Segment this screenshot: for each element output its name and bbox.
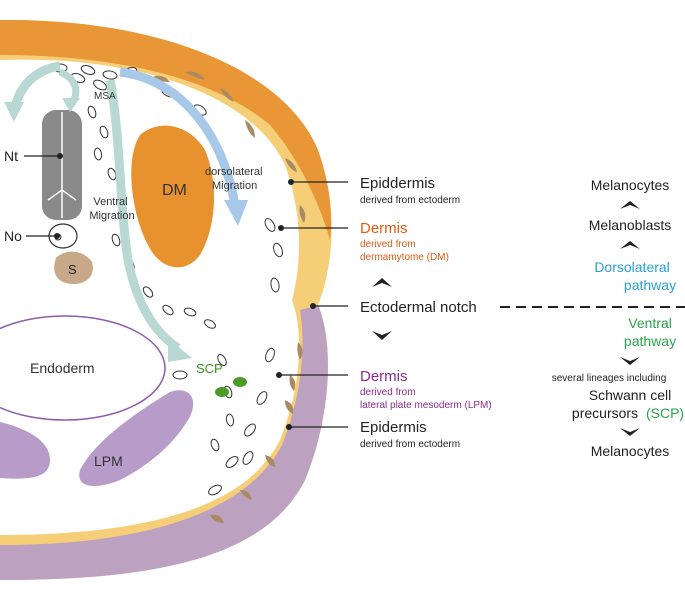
chevron-down-icon — [372, 331, 392, 340]
ventral-migration-arrow — [105, 79, 181, 352]
scp-abbrev: (SCP) — [646, 405, 684, 421]
callout-dermis-dm: Dermis derived from dermamytome (DM) — [278, 220, 449, 263]
lpm-right — [79, 390, 194, 486]
melanocytes-bottom: Melanocytes — [591, 443, 670, 459]
epidermis-title: Epidermis — [360, 419, 427, 436]
ventral-migration-arrowhead — [168, 338, 192, 362]
chevron-down-icon — [620, 357, 640, 365]
epiddermis-title: Epiddermis — [360, 175, 435, 192]
nt-side-arrowhead — [62, 98, 80, 112]
melanoblasts: Melanoblasts — [589, 217, 672, 233]
dorsolateral-migration-arrow — [119, 67, 240, 206]
endoderm — [0, 315, 166, 421]
chevron-up-icon — [372, 278, 392, 287]
several-lineages: several lineages including — [552, 373, 667, 384]
sclerotome — [54, 251, 93, 284]
dermamyotome — [131, 125, 215, 268]
dorsolateral-migration-arrowhead — [224, 200, 248, 226]
epidermis-sub: derived from ectoderm — [360, 439, 460, 450]
callout-ectodermal-notch: Ectodermal notch — [310, 299, 685, 316]
label-dm: DM — [162, 182, 187, 199]
label-nt: Nt — [4, 148, 18, 164]
melanocytes-top: Melanocytes — [591, 177, 670, 193]
dermis-melanocytes — [150, 71, 306, 523]
label-scp: SCP — [196, 361, 223, 376]
pathway-column: Melanocytes Melanoblasts Dorsolateral pa… — [552, 177, 684, 459]
dermis-lpm-sub: derived from lateral plate mesoderm (LPM… — [360, 387, 492, 411]
precursors-line: precursors (SCP) — [572, 405, 684, 421]
dermis-lpm-title: Dermis — [360, 368, 408, 385]
callout-epiddermis: Epiddermis derived from ectoderm — [288, 175, 460, 206]
dorsal-return-arrowhead — [4, 102, 24, 122]
dermis-dm-title: Dermis — [360, 220, 408, 237]
ventral-pathway: Ventral pathway — [624, 315, 676, 349]
label-endoderm: Endoderm — [30, 360, 95, 376]
schwann-cell: Schwann cell — [589, 387, 672, 403]
label-dorsolateral-migration: dorsolateral Migration — [205, 166, 266, 192]
dorsolateral-pathway: Dorsolateral pathway — [594, 259, 676, 293]
ectodermal-notch-title: Ectodermal notch — [360, 299, 477, 316]
label-lpm: LPM — [94, 453, 123, 469]
lpm-dermis-band — [0, 305, 328, 580]
label-s: S — [68, 262, 77, 277]
dermis-dm-sub: derived from dermamytome (DM) — [360, 239, 449, 263]
scp-cell — [215, 387, 229, 397]
dm-dermis-band — [0, 19, 332, 241]
dot-nt — [57, 153, 63, 159]
chevron-down-icon — [620, 428, 640, 436]
label-msa: MSA — [94, 91, 116, 102]
callout-epidermis: Epidermis derived from ectoderm — [286, 419, 460, 450]
epiddermis-sub: derived from ectoderm — [360, 195, 460, 206]
label-ventral-migration: Ventral Migration — [89, 196, 134, 222]
callout-dermis-lpm: Dermis derived from lateral plate mesode… — [276, 368, 492, 411]
precursors: precursors — [572, 405, 638, 421]
dot-no — [54, 233, 60, 239]
chevron-up-icon — [620, 201, 640, 209]
scp-cell — [233, 377, 247, 387]
chevron-up-icon — [620, 241, 640, 249]
neural-tube — [42, 110, 82, 220]
label-no: No — [4, 228, 22, 244]
lpm-left — [0, 422, 50, 479]
